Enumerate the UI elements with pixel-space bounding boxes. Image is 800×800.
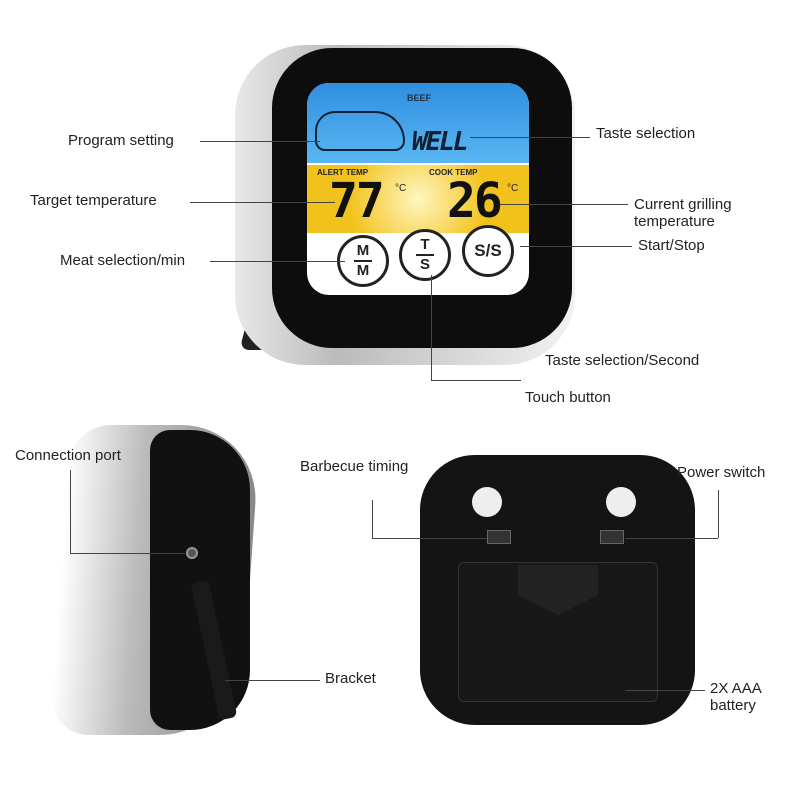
- label-meat-selection: Meat selection/min: [60, 252, 186, 269]
- alert-temp-value: 77: [329, 173, 385, 229]
- connection-port: [186, 547, 198, 559]
- leader-line: [372, 538, 487, 539]
- alert-temp-label: ALERT TEMP: [317, 168, 369, 177]
- leader-line: [210, 261, 345, 262]
- cook-unit: °C: [507, 183, 519, 194]
- button-label: S/S: [474, 241, 502, 260]
- divider: [354, 260, 372, 262]
- button-dot: [472, 487, 502, 517]
- cook-temp-label: COOK TEMP: [429, 168, 478, 177]
- leader-line: [520, 246, 632, 247]
- label-target-temperature: Target temperature: [30, 192, 157, 209]
- label-current-grilling: Current grilling: [634, 196, 732, 213]
- leader-line: [70, 553, 185, 554]
- label-program-setting: Program setting: [68, 132, 174, 149]
- leader-line: [431, 275, 432, 381]
- label-battery-2: battery: [710, 697, 756, 714]
- label-bracket: Bracket: [325, 670, 376, 687]
- power-switch[interactable]: [600, 530, 624, 544]
- label-barbecue-timing: Barbecue timing: [300, 458, 409, 475]
- button-bottom: S: [419, 256, 430, 273]
- side-back: [150, 430, 250, 730]
- leader-line: [200, 141, 320, 142]
- cow-icon: [315, 111, 405, 151]
- program-text: BEEF: [407, 93, 432, 103]
- label-connection-port: Connection port: [15, 447, 121, 464]
- button-bottom: M: [356, 262, 370, 279]
- label-start-stop: Start/Stop: [638, 237, 705, 254]
- label-power-switch: Power switch: [677, 464, 766, 481]
- label-battery: 2X AAA: [710, 680, 762, 697]
- leader-line: [225, 680, 320, 681]
- barbecue-timing-switch[interactable]: [487, 530, 511, 544]
- label-current-grilling-2: temperature: [634, 213, 715, 230]
- taste-text: WELL: [412, 127, 469, 157]
- leader-line: [431, 380, 521, 381]
- label-touch-button: Touch button: [525, 389, 611, 406]
- leader-line: [500, 204, 628, 205]
- label-taste-selection: Taste selection: [596, 125, 696, 142]
- leader-line: [470, 137, 590, 138]
- divider: [416, 254, 434, 256]
- leader-line: [70, 470, 71, 553]
- lcd-yellow-area: [307, 165, 529, 233]
- leader-line: [625, 538, 718, 539]
- button-dot: [606, 487, 636, 517]
- leader-line: [718, 490, 719, 538]
- leader-line: [372, 500, 373, 538]
- lcd-screen: BEEF WELL ALERT TEMP COOK TEMP 77 °C 26 …: [307, 83, 529, 295]
- alert-unit: °C: [395, 183, 407, 194]
- leader-line: [625, 690, 705, 691]
- leader-line: [190, 202, 335, 203]
- button-top: T: [420, 236, 430, 253]
- button-top: M: [356, 242, 370, 259]
- label-taste-second: Taste selection/Second: [545, 352, 700, 369]
- start-stop-button[interactable]: S/S: [462, 225, 514, 277]
- cook-temp-value: 26: [447, 173, 503, 229]
